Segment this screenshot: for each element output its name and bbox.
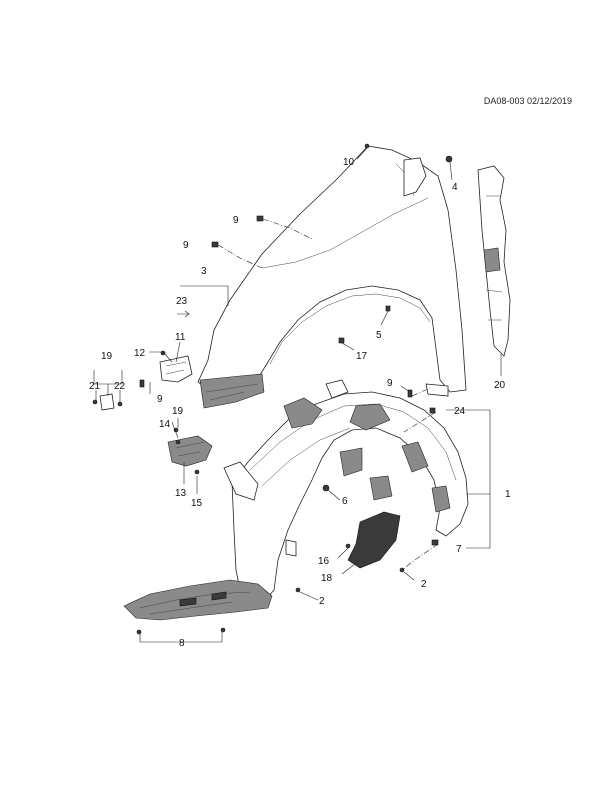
leader-lines <box>93 147 502 643</box>
callout-10: 10 <box>343 157 355 168</box>
rear-deflector <box>347 511 401 569</box>
callout-1: 1 <box>505 489 511 500</box>
document-id: DA08-003 02/12/2019 <box>483 96 572 106</box>
callout-9-c: 9 <box>157 394 163 405</box>
fastener-9-c <box>139 379 145 388</box>
callout-14: 14 <box>159 419 171 430</box>
callout-2-a: 2 <box>319 596 325 607</box>
lower-splash-shield <box>123 579 273 621</box>
callout-6: 6 <box>342 496 348 507</box>
callout-labels: 1 2 2 3 4 5 6 7 8 9 9 9 9 10 11 12 13 14… <box>89 157 511 649</box>
fastener-10 <box>364 143 370 149</box>
fastener-14 <box>175 439 181 445</box>
callout-4: 4 <box>452 182 458 193</box>
callout-7: 7 <box>456 544 462 555</box>
fender-lower-bracket <box>199 373 265 409</box>
lower-bracket-assembly <box>167 435 213 467</box>
fastener-2-a <box>295 587 301 593</box>
callout-2-b: 2 <box>421 579 427 590</box>
fastener-22 <box>117 401 123 407</box>
fastener-15 <box>194 469 200 475</box>
fastener-8-a <box>136 629 142 635</box>
callout-19-b: 19 <box>172 406 184 417</box>
callout-15: 15 <box>191 498 203 509</box>
fastener-5 <box>385 305 391 312</box>
fastener-8-b <box>220 627 226 633</box>
callout-9-d: 9 <box>387 378 393 389</box>
callout-24: 24 <box>454 406 466 417</box>
fastener-17 <box>338 337 345 344</box>
callout-18: 18 <box>321 573 333 584</box>
callout-21: 21 <box>89 381 101 392</box>
small-clip-bracket <box>99 393 115 411</box>
fastener-21 <box>92 399 98 405</box>
callout-11: 11 <box>175 332 186 343</box>
fasteners <box>92 143 453 635</box>
callout-17: 17 <box>356 351 368 362</box>
callout-12: 12 <box>134 348 146 359</box>
fender-side-seal <box>477 165 511 357</box>
callout-16: 16 <box>318 556 330 567</box>
fastener-9-d <box>407 389 413 398</box>
fastener-9-a <box>256 215 264 222</box>
callout-22: 22 <box>114 381 126 392</box>
fastener-6 <box>322 484 330 492</box>
callout-3: 3 <box>201 266 207 277</box>
fastener-4 <box>445 155 453 163</box>
callout-9-a: 9 <box>233 215 239 226</box>
callout-5: 5 <box>376 330 382 341</box>
callout-20: 20 <box>494 380 506 391</box>
arrow-23 <box>177 310 190 318</box>
callout-13: 13 <box>175 488 187 499</box>
fastener-24 <box>429 407 436 414</box>
callout-19-a: 19 <box>101 351 113 362</box>
fastener-12 <box>160 350 166 356</box>
callout-23: 23 <box>176 296 188 307</box>
fastener-7 <box>431 539 439 546</box>
fender-mount-bracket <box>403 157 427 197</box>
callout-9-b: 9 <box>183 240 189 251</box>
fastener-16 <box>345 543 351 549</box>
upper-bracket-assembly <box>159 355 193 383</box>
front-fender <box>197 145 467 409</box>
callout-8: 8 <box>179 638 185 649</box>
fastener-9-b <box>211 241 219 248</box>
wheelhouse-liner <box>223 379 469 605</box>
